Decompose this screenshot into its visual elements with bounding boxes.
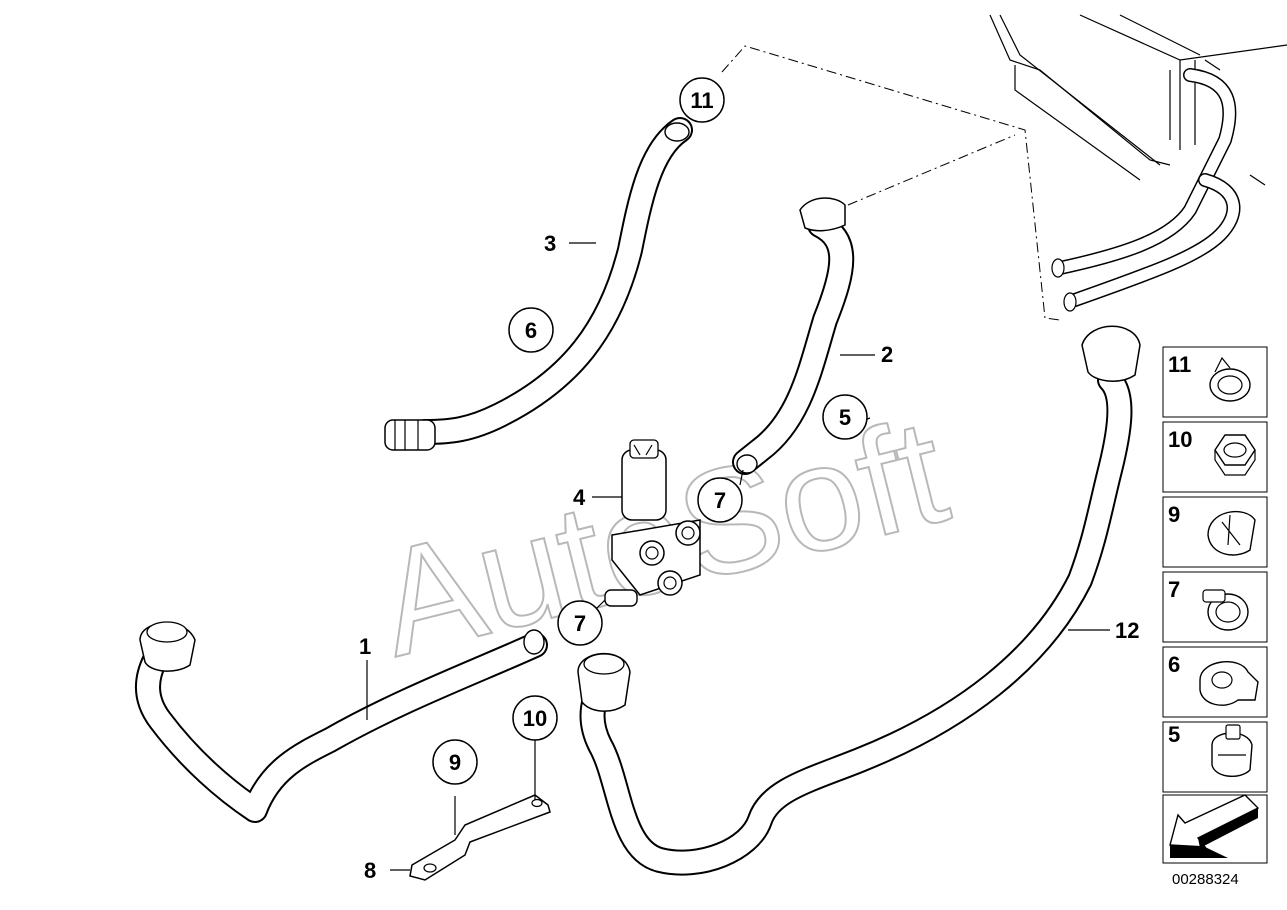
svg-text:7: 7 [1168, 577, 1180, 602]
callout-7-lower: 7 [557, 600, 603, 646]
svg-text:7: 7 [714, 488, 726, 513]
callout-9: 9 [432, 739, 478, 785]
svg-text:6: 6 [1168, 652, 1180, 677]
legend-item-5: 5 [1168, 722, 1253, 777]
hose-clip-icon [1199, 661, 1259, 706]
leader-11 [721, 45, 1061, 321]
svg-text:5: 5 [839, 405, 851, 430]
callout-11: 11 [679, 77, 725, 123]
diagram-part-number: 00288324 [1172, 871, 1239, 888]
hose-2 [732, 197, 855, 475]
part-label-4: 4 [573, 485, 586, 510]
water-valve-4 [604, 439, 701, 607]
legend-item-6: 6 [1168, 652, 1259, 706]
part-label-8: 8 [364, 858, 376, 883]
spring-clip-icon [1211, 724, 1253, 777]
hose-3 [384, 117, 693, 451]
callout-6: 6 [508, 307, 554, 353]
worm-clamp-icon [1202, 589, 1249, 631]
svg-text:11: 11 [690, 88, 713, 113]
svg-text:10: 10 [523, 706, 547, 731]
svg-text:6: 6 [525, 318, 537, 343]
arrow-back-icon[interactable] [1169, 794, 1260, 858]
legend-panel: 11 10 9 7 [1162, 346, 1268, 864]
callout-7-upper: 7 [697, 477, 743, 523]
svg-text:9: 9 [1168, 502, 1180, 527]
heater-core [989, 14, 1287, 312]
svg-text:9: 9 [449, 750, 461, 775]
nav-arrow-box[interactable] [1162, 794, 1268, 864]
part-label-3: 3 [544, 231, 556, 256]
callout-10: 10 [512, 695, 558, 741]
cable-clip-icon [1207, 510, 1256, 556]
svg-text:11: 11 [1168, 352, 1191, 377]
svg-text:5: 5 [1168, 722, 1180, 747]
legend-item-7: 7 [1168, 577, 1249, 631]
hose-clamp-icon [1209, 356, 1251, 402]
part-label-12: 12 [1115, 618, 1139, 643]
part-label-2: 2 [881, 342, 893, 367]
hose-12 [577, 325, 1141, 876]
leader-2 [847, 134, 1016, 206]
svg-text:7: 7 [574, 611, 586, 636]
svg-text:10: 10 [1168, 427, 1192, 452]
hex-nut-icon [1214, 434, 1256, 476]
legend-item-11: 11 [1168, 352, 1251, 402]
part-label-1: 1 [359, 634, 371, 659]
bracket-8 [409, 794, 551, 881]
legend-item-9: 9 [1168, 502, 1256, 556]
callout-5: 5 [822, 394, 868, 440]
hose-1 [135, 621, 548, 823]
legend-item-10: 10 [1168, 427, 1256, 476]
